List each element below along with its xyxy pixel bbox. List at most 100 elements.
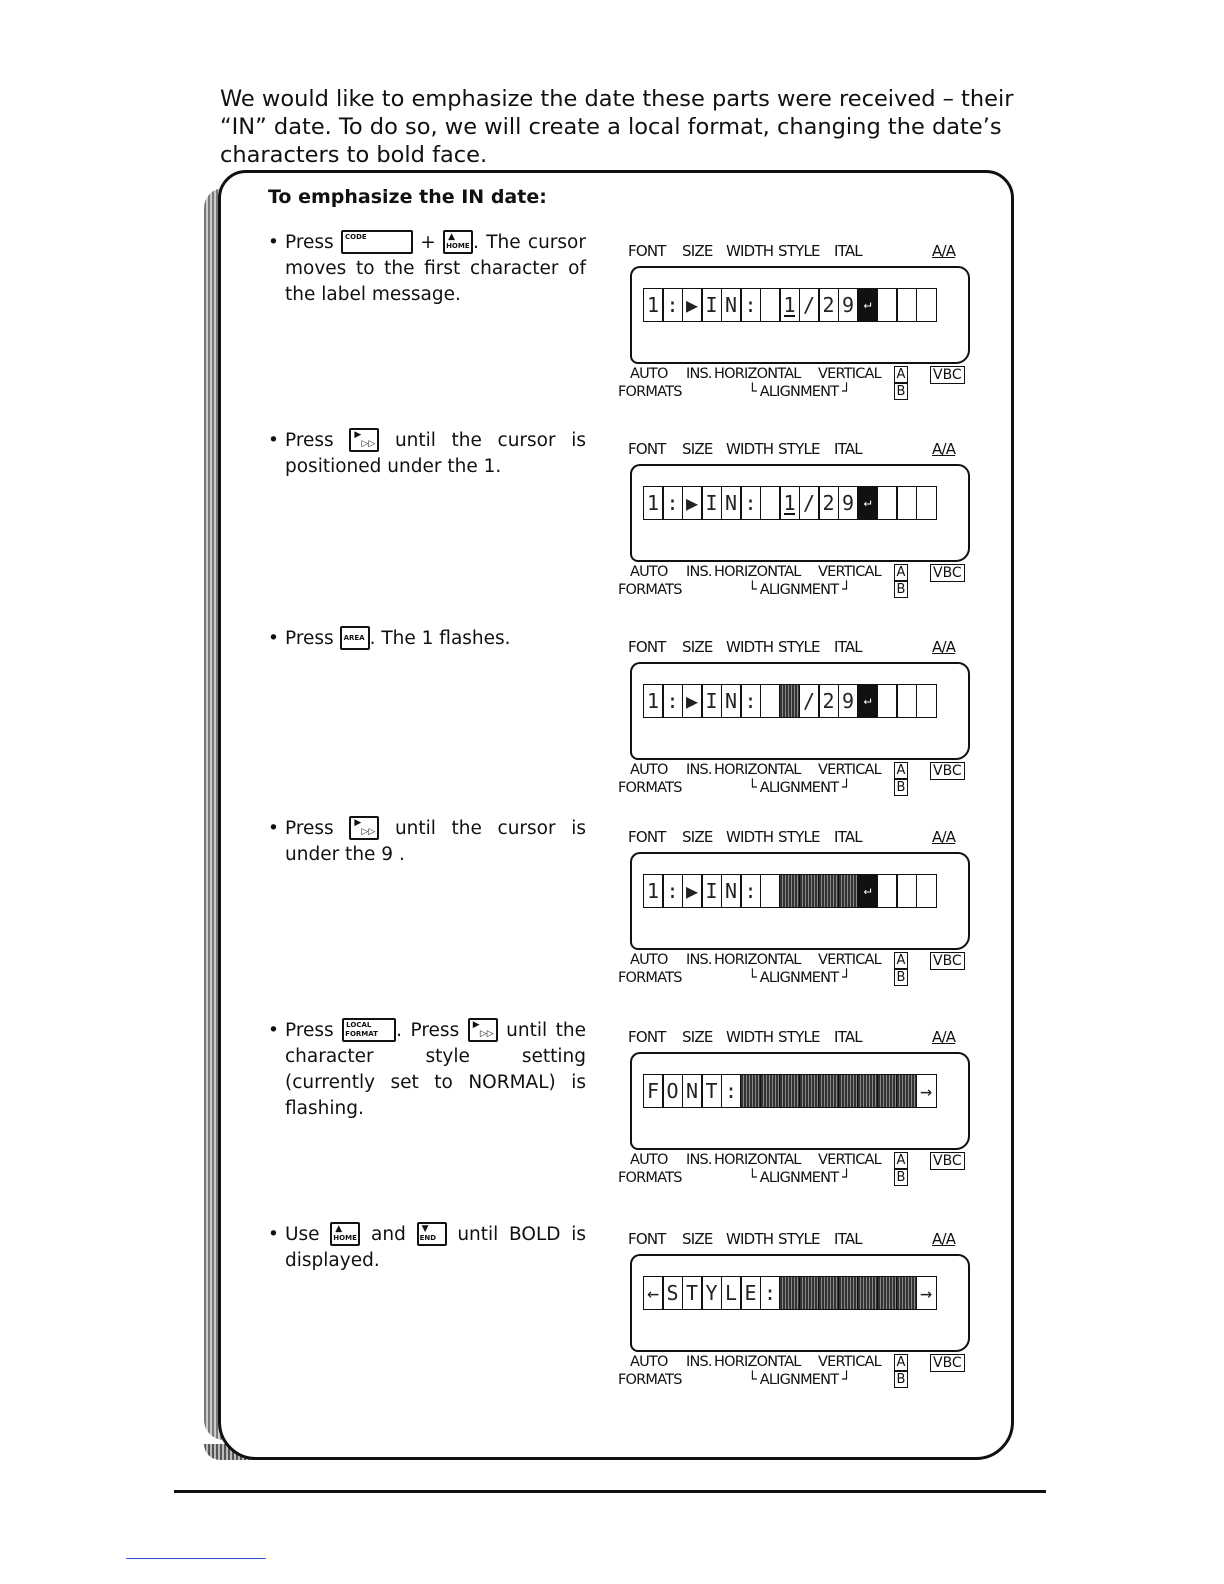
ab-indicator-b: B bbox=[894, 779, 908, 796]
lcd-display-3: FONTSIZEWIDTHSTYLEITALA/A1:▶IN:1/29↵AUTO… bbox=[618, 638, 988, 810]
lcd-cell: F bbox=[642, 1074, 664, 1108]
status-ins: INS. bbox=[686, 762, 713, 778]
lcd-cell: : bbox=[662, 486, 683, 520]
ab-indicator-b: B bbox=[894, 1169, 908, 1186]
vbc-indicator: VBC bbox=[930, 952, 965, 970]
status-alignment: └ ALIGNMENT ┘ bbox=[748, 780, 851, 796]
lcd-cell: : bbox=[662, 288, 683, 322]
right-cursor-key-icon: ▶▷▷ bbox=[349, 816, 380, 840]
up-arrow-icon: ▲ bbox=[335, 1224, 343, 1234]
lcd-cell bbox=[876, 1074, 898, 1108]
lcd-cell bbox=[818, 1074, 839, 1108]
vbc-indicator: VBC bbox=[930, 1152, 965, 1170]
lcd-cell bbox=[759, 486, 781, 520]
lcd-cell: 1 bbox=[642, 874, 664, 908]
status-formats: FORMATS bbox=[618, 582, 682, 598]
lcd-cell: 9 bbox=[837, 874, 859, 908]
right-cursor-key-icon: ▶▷▷ bbox=[349, 428, 380, 452]
indicator-font: FONT bbox=[628, 440, 666, 458]
indicator-aa: A/A bbox=[932, 440, 956, 458]
home-key-icon: ▲HOME bbox=[330, 1222, 361, 1246]
section-heading: To emphasize the IN date: bbox=[268, 186, 547, 208]
status-ins: INS. bbox=[686, 1354, 713, 1370]
lcd-cell: ↵ bbox=[857, 874, 878, 908]
lcd-cell: 1 bbox=[642, 684, 664, 718]
status-auto: AUTO bbox=[630, 1152, 668, 1168]
step-text: + bbox=[420, 232, 436, 253]
lcd-cell bbox=[896, 1074, 917, 1108]
footer-mark bbox=[126, 1558, 266, 1559]
status-formats: FORMATS bbox=[618, 1372, 682, 1388]
lcd-cell: S bbox=[662, 1276, 683, 1310]
lcd-screen-frame bbox=[630, 1254, 970, 1352]
lcd-screen-frame bbox=[630, 662, 970, 760]
lcd-cell bbox=[798, 1276, 820, 1310]
status-auto: AUTO bbox=[630, 1354, 668, 1370]
lcd-cell bbox=[837, 1276, 859, 1310]
step-text: . The cursor moves to the first characte… bbox=[285, 232, 586, 305]
key-label: LOCAL bbox=[346, 1021, 372, 1029]
lcd-cell: I bbox=[701, 684, 722, 718]
bullet: • bbox=[268, 232, 279, 253]
lcd-character-cells: 1:▶IN:1/29↵ bbox=[642, 684, 937, 718]
ab-indicator-a: A bbox=[894, 1354, 908, 1371]
lcd-cell: : bbox=[720, 1074, 742, 1108]
indicator-width: WIDTH bbox=[726, 440, 774, 458]
step-text: until the cursor is under the 9 . bbox=[285, 818, 586, 865]
lcd-cell bbox=[876, 486, 898, 520]
ab-indicator-b: B bbox=[894, 1371, 908, 1388]
status-auto: AUTO bbox=[630, 564, 668, 580]
lcd-cell bbox=[837, 1074, 859, 1108]
lcd-cell: : bbox=[740, 684, 761, 718]
indicator-font: FONT bbox=[628, 638, 666, 656]
status-auto: AUTO bbox=[630, 952, 668, 968]
lcd-cell: I bbox=[701, 486, 722, 520]
indicator-ital: ITAL bbox=[834, 1028, 863, 1046]
intro-paragraph: We would like to emphasize the date thes… bbox=[220, 85, 1014, 168]
lcd-cell: Y bbox=[701, 1276, 722, 1310]
bullet: • bbox=[268, 1224, 279, 1245]
lcd-cell: 2 bbox=[818, 288, 839, 322]
lcd-cell bbox=[876, 874, 898, 908]
indicator-width: WIDTH bbox=[726, 638, 774, 656]
step-3: • Press AREA. The 1 flashes. bbox=[268, 626, 586, 652]
lcd-screen-frame bbox=[630, 852, 970, 950]
vbc-indicator: VBC bbox=[930, 564, 965, 582]
indicator-style: STYLE bbox=[778, 1028, 820, 1046]
end-key-icon: ▼END bbox=[416, 1222, 447, 1246]
indicator-size: SIZE bbox=[682, 242, 713, 260]
lcd-cell bbox=[818, 1276, 839, 1310]
down-arrow-icon: ▼ bbox=[421, 1224, 429, 1234]
step-1: • Press CODE + ▲HOME. The cursor moves t… bbox=[268, 230, 586, 308]
lcd-cell bbox=[896, 288, 917, 322]
status-ins: INS. bbox=[686, 1152, 713, 1168]
indicator-size: SIZE bbox=[682, 1230, 713, 1248]
right-arrow-icon: ▷▷ bbox=[361, 827, 376, 837]
indicator-font: FONT bbox=[628, 242, 666, 260]
status-alignment: └ ALIGNMENT ┘ bbox=[748, 582, 851, 598]
status-ins: INS. bbox=[686, 952, 713, 968]
up-arrow-icon: ▲ bbox=[448, 232, 455, 242]
footer-rule bbox=[174, 1490, 1046, 1493]
status-horizontal: HORIZONTAL bbox=[714, 1354, 801, 1370]
indicator-width: WIDTH bbox=[726, 1028, 774, 1046]
lcd-cell: 9 bbox=[837, 288, 859, 322]
lcd-cell: → bbox=[915, 1074, 937, 1108]
lcd-cell: : bbox=[759, 1276, 781, 1310]
step-text: Press bbox=[285, 430, 334, 451]
indicator-size: SIZE bbox=[682, 638, 713, 656]
bullet: • bbox=[268, 628, 279, 649]
lcd-cell: L bbox=[720, 1276, 742, 1310]
